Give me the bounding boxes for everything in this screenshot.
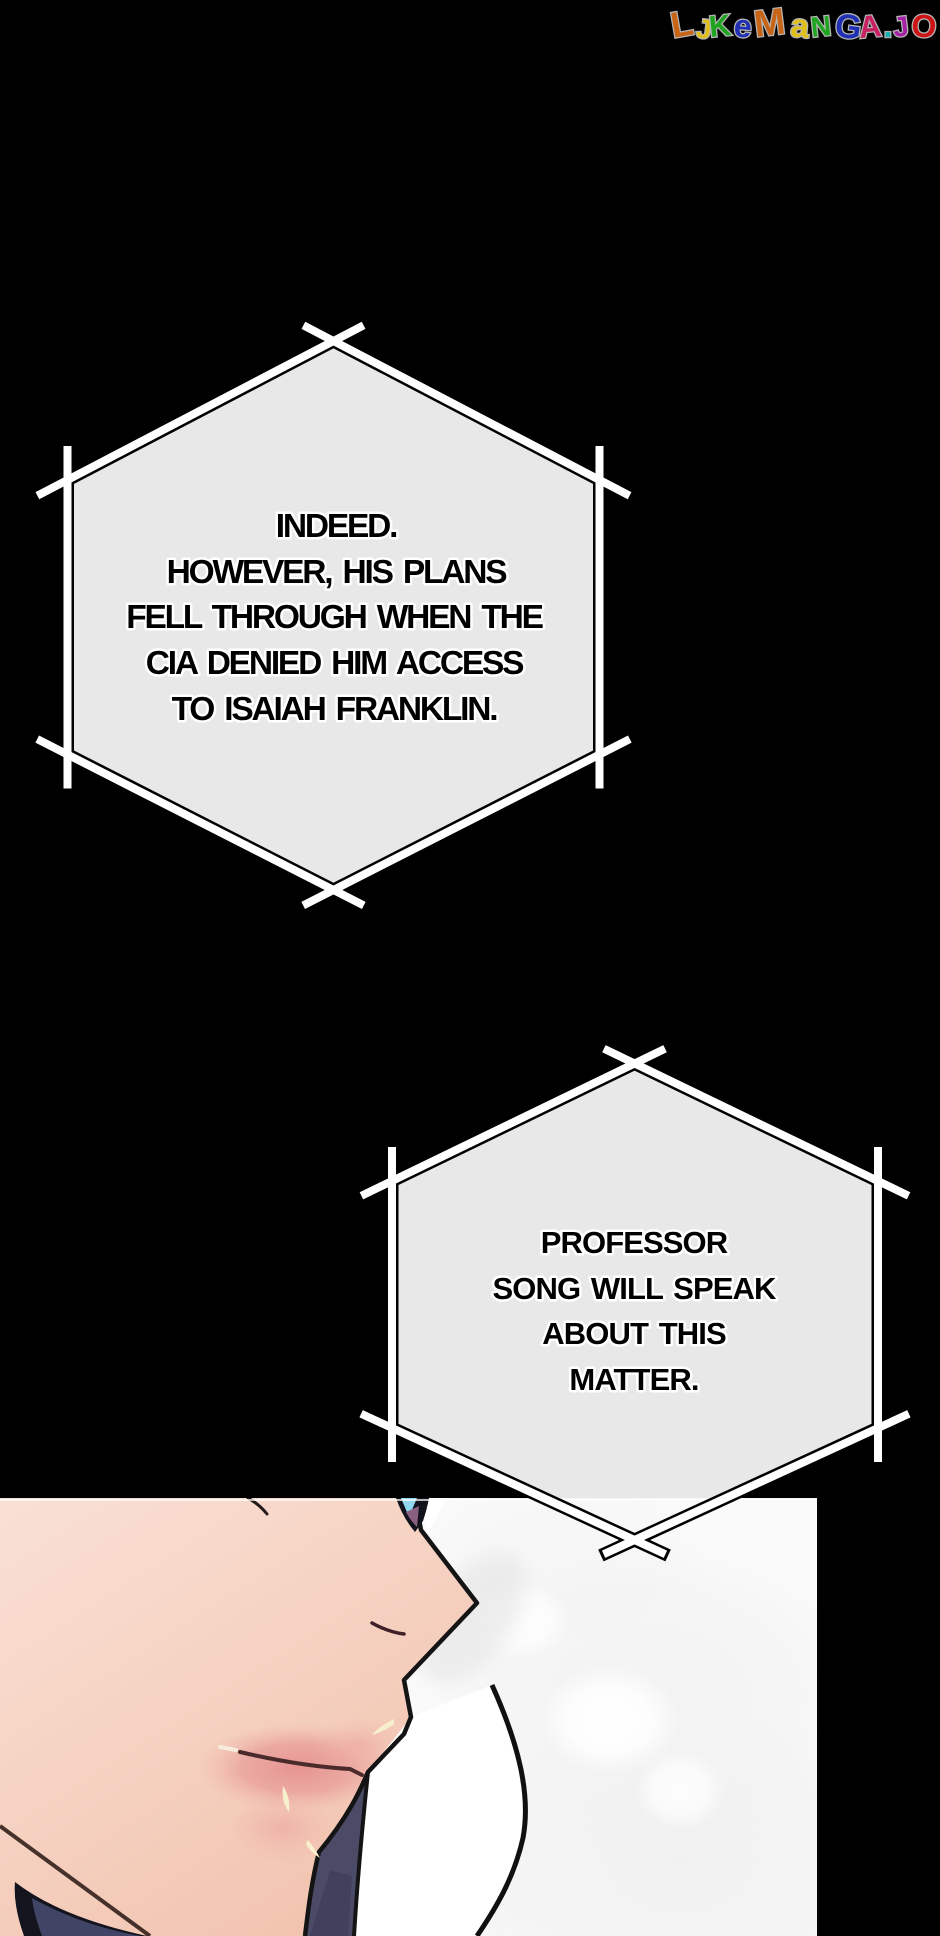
- svg-text:ABOUT THIS: ABOUT THIS: [542, 1316, 726, 1351]
- svg-text:HOWEVER, HIS PLANS: HOWEVER, HIS PLANS: [167, 554, 508, 591]
- svg-text:CIA DENIED HIM ACCESS: CIA DENIED HIM ACCESS: [146, 645, 524, 682]
- svg-text:K: K: [708, 9, 733, 44]
- svg-text:MATTER.: MATTER.: [569, 1362, 698, 1397]
- svg-text:N: N: [809, 10, 832, 43]
- svg-text:A: A: [857, 8, 883, 45]
- svg-text:M: M: [752, 0, 788, 44]
- svg-text:INDEED.: INDEED.: [276, 508, 396, 545]
- svg-text:J: J: [695, 13, 714, 45]
- svg-text:G: G: [833, 7, 864, 48]
- svg-text:J: J: [891, 10, 910, 43]
- svg-text:e: e: [733, 7, 754, 44]
- svg-text:PROFESSOR: PROFESSOR: [541, 1225, 728, 1260]
- svg-text:O: O: [910, 7, 938, 45]
- svg-text:SONG WILL SPEAK: SONG WILL SPEAK: [492, 1271, 777, 1306]
- svg-text:.: .: [884, 8, 893, 44]
- svg-text:FELL THROUGH WHEN THE: FELL THROUGH WHEN THE: [126, 599, 543, 636]
- svg-text:TO ISAIAH FRANKLIN.: TO ISAIAH FRANKLIN.: [172, 691, 497, 728]
